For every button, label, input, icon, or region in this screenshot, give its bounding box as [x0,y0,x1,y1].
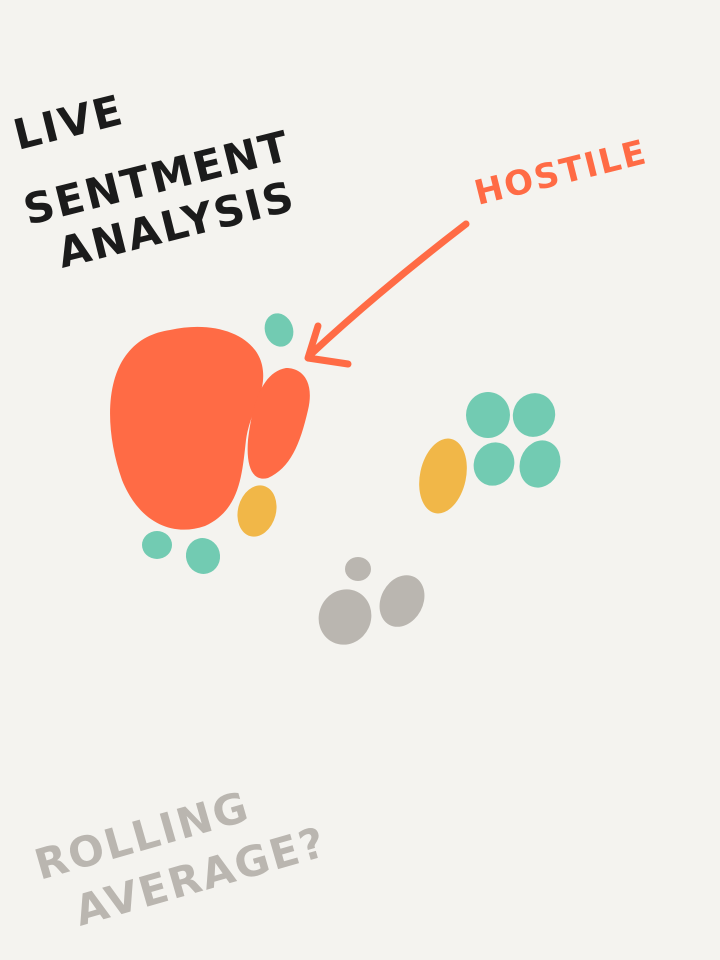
hostile-blob-small [247,368,310,479]
positive-dot [473,442,515,486]
positive-dot [466,392,510,438]
positive-dot-top [264,313,294,347]
footer-note: Rolling Average? [29,782,332,936]
positive-dot-bottom-right [185,538,221,574]
cluster-hostile [110,313,310,574]
hostile-blob-large [110,326,264,530]
neutral-dot-gray [318,589,372,645]
hostile-arrow [304,220,470,368]
title-block: Live Sentment Analysis [9,85,301,278]
hostile-label: Hostile [471,132,652,214]
positive-dot-bottom-left [142,531,172,559]
title-line-1: Live [9,85,129,160]
positive-dot [512,393,556,437]
neutral-dot-gray [345,557,371,581]
neutral-dot-warm [419,438,467,514]
neutral-dot-warm [237,485,277,537]
arrow-shaft [306,220,470,359]
cluster-neutral [318,557,425,645]
positive-dot [519,440,561,488]
neutral-dot-gray [379,575,425,627]
cluster-positive [419,392,561,514]
arrow-head [304,322,352,368]
